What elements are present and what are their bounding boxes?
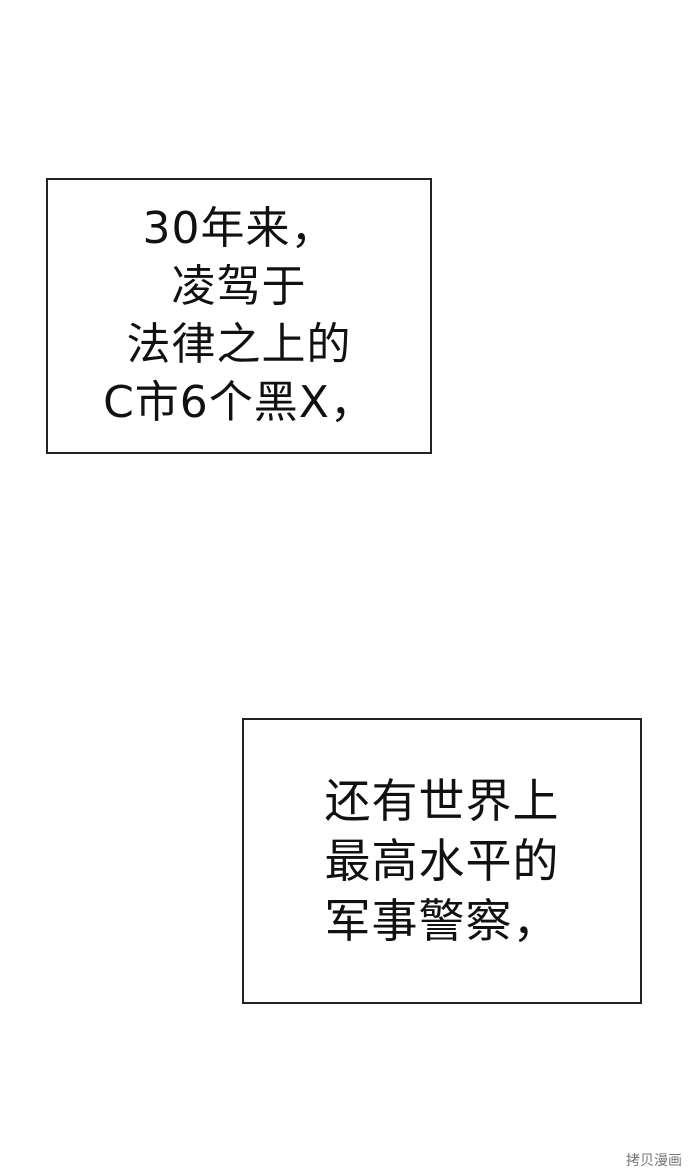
caption-2-line-1: 还有世界上: [324, 774, 560, 828]
caption-box-2: 还有世界上 最高水平的 军事警察，: [242, 718, 642, 1004]
caption-box-1: 30年来， 凌驾于 法律之上的 C市6个黑X，: [46, 178, 432, 454]
caption-2-line-2: 最高水平的: [324, 834, 560, 888]
caption-1-line-2: 凌驾于: [171, 261, 307, 312]
caption-1-line-1: 30年来，: [142, 203, 336, 254]
caption-1-line-4: C市6个黑X，: [103, 377, 375, 428]
caption-2-line-3: 军事警察，: [324, 894, 560, 948]
caption-1-line-3: 法律之上的: [126, 319, 352, 370]
watermark: 拷贝漫画: [626, 1153, 682, 1169]
